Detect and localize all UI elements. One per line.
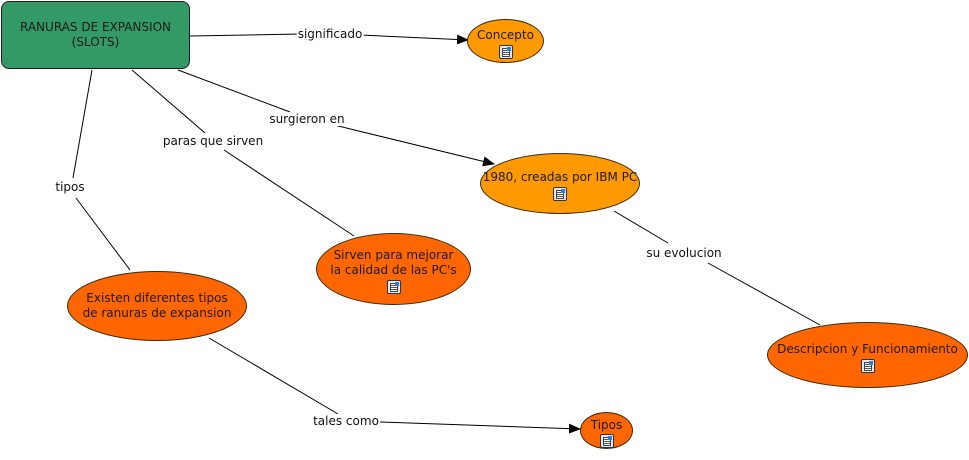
root-concept-label: RANURAS DE EXPANSION (SLOTS) xyxy=(20,20,171,49)
link-label-tales-como[interactable]: tales como xyxy=(312,414,380,428)
concept-node-tipos[interactable]: Tipos xyxy=(580,412,633,449)
concept-node-tipos-existen[interactable]: Existen diferentes tipos de ranuras de e… xyxy=(67,271,247,341)
link-label-significado[interactable]: significado xyxy=(296,27,364,41)
connector-tipos-in xyxy=(72,69,93,179)
concept-label: Tipos xyxy=(590,417,623,432)
connector-significado-in xyxy=(189,33,301,37)
document-resource-icon[interactable] xyxy=(498,44,513,59)
connector-evolucion-in xyxy=(613,210,669,244)
concept-label: Descripcion y Funcionamiento xyxy=(777,341,958,356)
connector-paras-in xyxy=(131,69,206,134)
connector-significado-out xyxy=(359,34,469,45)
document-resource-icon[interactable] xyxy=(386,280,401,294)
document-resource-icon[interactable] xyxy=(860,358,875,373)
link-label-paras-que-sirven[interactable]: paras que sirven xyxy=(161,134,265,148)
concept-label: Existen diferentes tipos de ranuras de e… xyxy=(82,291,232,320)
concept-node-utilidad[interactable]: Sirven para mejorar la calidad de las PC… xyxy=(316,233,471,305)
connector-tales-in xyxy=(208,337,339,415)
link-label-surgieron-en[interactable]: surgieron en xyxy=(268,112,346,126)
connector-surgieron-out xyxy=(329,123,495,167)
connector-evolucion-out xyxy=(707,262,821,326)
document-resource-icon[interactable] xyxy=(599,433,614,448)
concept-node-concepto[interactable]: Concepto xyxy=(467,19,544,63)
concept-node-origen[interactable]: 1980, creadas por IBM PC xyxy=(480,153,640,214)
link-label-su-evolucion[interactable]: su evolucion xyxy=(645,246,723,260)
connector-tales-out xyxy=(379,421,581,434)
concept-label: 1980, creadas por IBM PC xyxy=(482,170,638,184)
concept-label: Sirven para mejorar la calidad de las PC… xyxy=(330,248,457,277)
root-concept-node[interactable]: RANURAS DE EXPANSION (SLOTS) xyxy=(1,1,190,69)
connector-surgieron-in xyxy=(177,69,291,113)
document-resource-icon[interactable] xyxy=(553,187,567,201)
concept-label: Concepto xyxy=(477,27,534,42)
connector-tipos-out xyxy=(75,197,131,271)
concept-node-descripcion[interactable]: Descripcion y Funcionamiento xyxy=(767,322,968,388)
link-label-tipos[interactable]: tipos xyxy=(54,180,86,194)
connector-paras-out xyxy=(223,149,355,237)
